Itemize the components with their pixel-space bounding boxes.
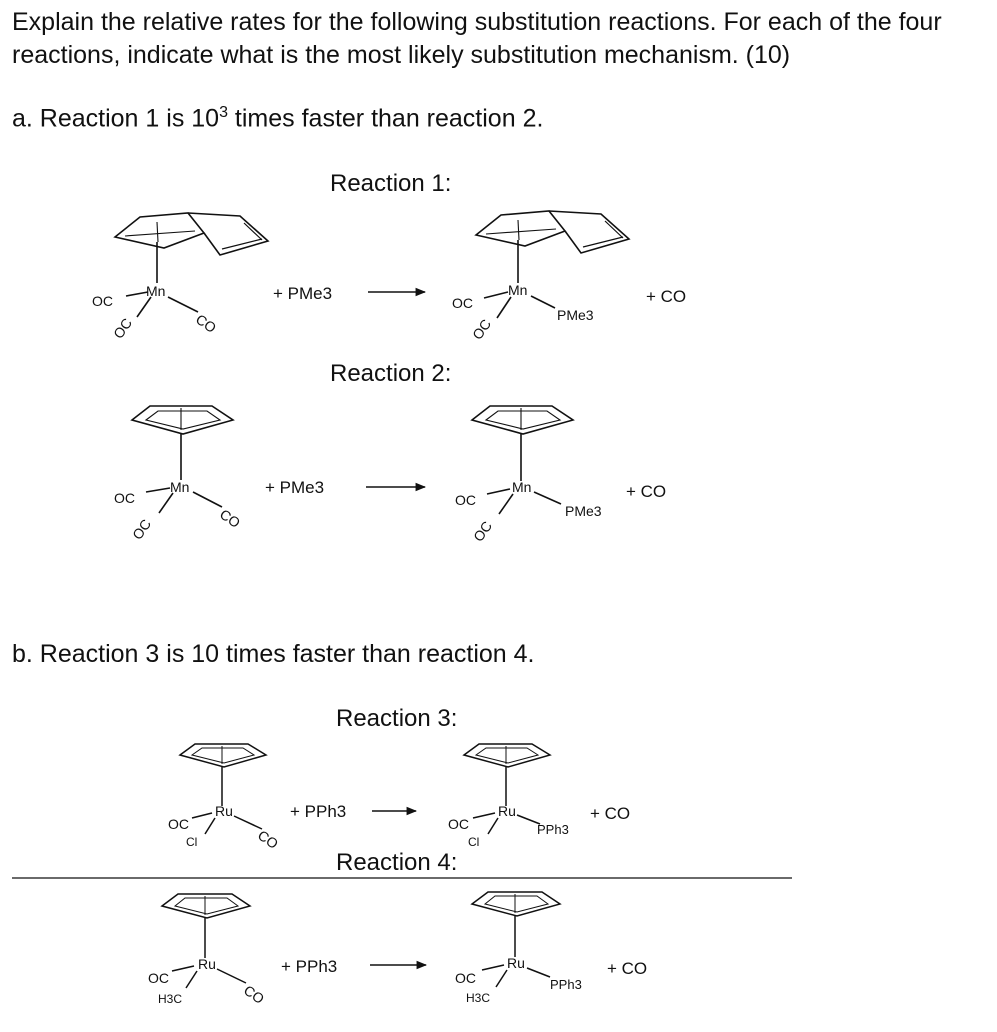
question-line-2: reactions, indicate what is the most lik… <box>12 41 791 69</box>
r3-product-oc: OC <box>448 816 469 832</box>
part-a-text-end: times faster than reaction 2. <box>227 104 544 133</box>
r3-product-metal: Ru <box>498 803 516 819</box>
r2-reactant-oc-lower: OC <box>129 516 154 542</box>
r1-reagent: + PMe3 <box>273 284 332 303</box>
r2-reactant-oc: OC <box>114 490 135 506</box>
part-a-exponent: 3 <box>219 104 228 121</box>
r1-product-oc: OC <box>452 295 473 311</box>
reaction-4-product <box>470 891 562 988</box>
r4-reactant-metal: Ru <box>198 956 216 972</box>
r2-reactant-co: CO <box>217 506 243 531</box>
reaction-3-title: Reaction 3: <box>336 705 458 732</box>
r1-byproduct: + CO <box>646 287 686 306</box>
r4-reagent: + PPh3 <box>281 957 337 976</box>
r2-reagent: + PMe3 <box>265 478 324 497</box>
reaction-3-reactant <box>178 743 268 835</box>
r1-reactant-oc-lower: OC <box>110 315 135 341</box>
r3-reactant-cl: Cl <box>186 835 197 849</box>
r4-product-oc: OC <box>455 970 476 986</box>
reaction-4-title: Reaction 4: <box>336 849 458 876</box>
reaction-1-product <box>474 210 631 319</box>
question-line-1: Explain the relative rates for the follo… <box>12 8 942 36</box>
part-b-statement: b. Reaction 3 is 10 times faster than re… <box>12 640 535 668</box>
r4-byproduct: + CO <box>607 959 647 978</box>
r4-product-ligand: PPh3 <box>550 977 582 992</box>
r4-product-metal: Ru <box>507 955 525 971</box>
indenyl-six-ring <box>187 212 270 256</box>
reaction-1-reactant <box>113 212 270 318</box>
r4-reactant-h3c: H3C <box>158 992 182 1006</box>
r2-product-oc-lower: OC <box>470 518 495 544</box>
r4-reactant-co: CO <box>241 982 267 1007</box>
r2-product-metal: Mn <box>512 479 531 495</box>
r2-byproduct: + CO <box>626 482 666 501</box>
cp-ring <box>130 405 235 435</box>
indenyl-five-ring <box>113 212 206 249</box>
r3-reactant-metal: Ru <box>215 803 233 819</box>
r2-reactant-metal: Mn <box>170 479 189 495</box>
reaction-4-reactant <box>160 893 252 989</box>
r3-product-cl: Cl <box>468 835 479 849</box>
r3-reagent: + PPh3 <box>290 802 346 821</box>
reaction-1-title: Reaction 1: <box>330 170 452 197</box>
r1-reactant-metal: Mn <box>146 283 165 299</box>
reaction-2-title: Reaction 2: <box>330 360 452 387</box>
part-a-text: a. Reaction 1 is 10 <box>12 104 220 133</box>
r3-reactant-oc: OC <box>168 816 189 832</box>
r1-product-ligand: PMe3 <box>557 307 594 323</box>
r2-product-oc: OC <box>455 492 476 508</box>
r3-byproduct: + CO <box>590 804 630 823</box>
r2-product-ligand: PMe3 <box>565 503 602 519</box>
r4-product-h3c: H3C <box>466 991 490 1005</box>
r1-reactant-co: CO <box>193 311 219 336</box>
reaction-2-reactant <box>130 405 235 514</box>
r3-reactant-co: CO <box>255 827 281 852</box>
reaction-2-product <box>470 405 575 515</box>
r4-reactant-oc: OC <box>148 970 169 986</box>
r1-reactant-oc: OC <box>92 293 113 309</box>
r1-product-metal: Mn <box>508 282 527 298</box>
part-a-statement: a. Reaction 1 is 103 times faster than r… <box>12 104 543 133</box>
r1-product-oc-lower: OC <box>469 316 494 342</box>
r3-product-ligand: PPh3 <box>537 822 569 837</box>
reaction-3-product <box>462 743 552 835</box>
